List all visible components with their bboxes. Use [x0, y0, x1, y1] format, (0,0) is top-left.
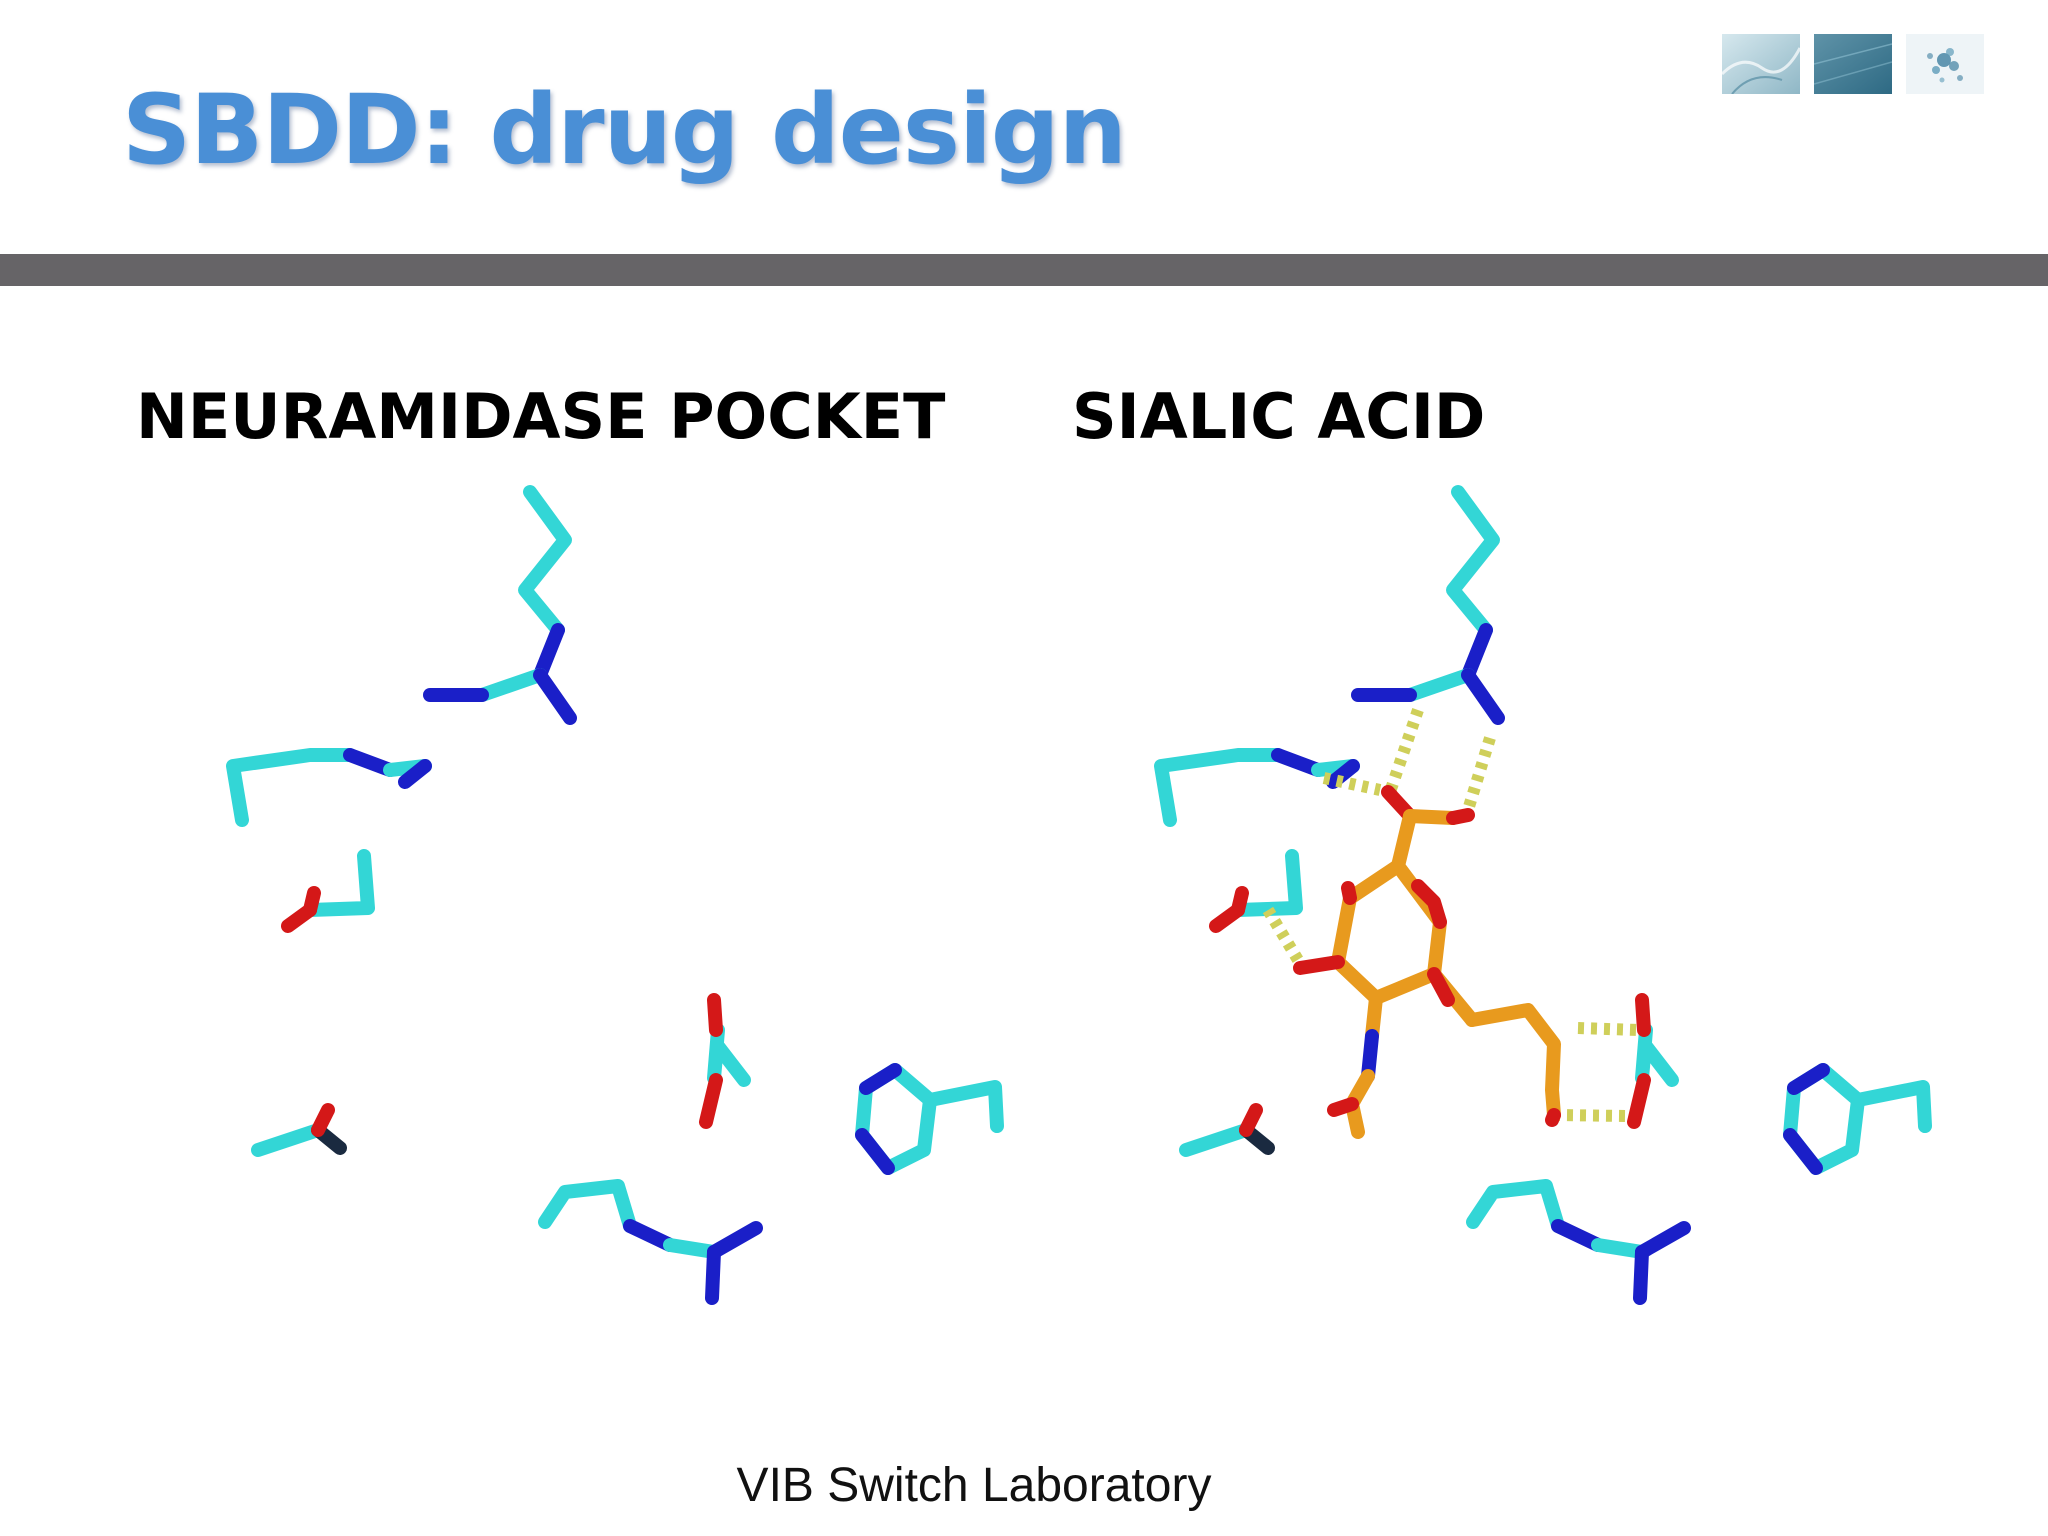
carboxylate-bottom-left-residue — [1179, 1103, 1275, 1157]
carboxylate-bottom-left-residue — [251, 1103, 347, 1157]
arginine-left-residue — [1154, 748, 1360, 827]
blue-texture-thumbnail-icon — [1814, 34, 1892, 94]
arginine-top-residue — [1351, 485, 1505, 725]
arginine-bottom-residue — [538, 1179, 763, 1305]
slide-title: SBDD: drug design — [122, 74, 1127, 186]
histidine-ring-residue — [855, 1063, 1004, 1175]
arginine-top-residue — [423, 485, 577, 725]
sialic-acid-ligand — [1293, 785, 1561, 1139]
sialic-acid-label: SIALIC ACID — [1072, 380, 1486, 453]
header-divider — [0, 254, 2048, 286]
sialic-acid-complex-structure — [1154, 485, 1932, 1305]
carboxylate-left-residue — [1209, 849, 1303, 933]
carboxylate-center-residue — [699, 993, 751, 1129]
arginine-left-residue — [226, 748, 432, 827]
hydrogen-bonds — [1262, 708, 1639, 1122]
header-thumbnails — [1722, 34, 1984, 94]
footer-credit: VIB Switch Laboratory — [736, 1459, 1212, 1512]
protein-structure-thumbnail-icon — [1906, 34, 1984, 94]
carboxylate-left-residue — [281, 849, 375, 933]
histidine-ring-residue — [1783, 1063, 1932, 1175]
pale-blue-texture-thumbnail-icon — [1722, 34, 1800, 94]
arginine-bottom-residue — [1466, 1179, 1691, 1305]
neuramidase-pocket-label: NEURAMIDASE POCKET — [136, 380, 946, 453]
carboxylate-center-residue — [1627, 993, 1679, 1129]
neuramidase-pocket-structure — [226, 485, 1004, 1305]
